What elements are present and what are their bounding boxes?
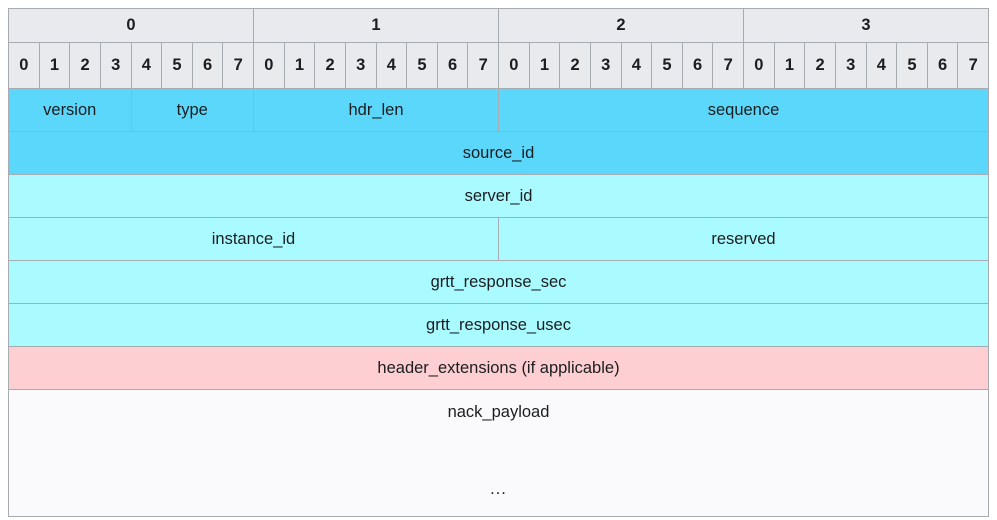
byte-offset-label-3: 3 — [743, 8, 989, 43]
field-cell-version: version — [8, 88, 132, 132]
field-cell-instance_id: instance_id — [8, 217, 499, 261]
field-cell-header_extensions: header_extensions (if applicable) — [8, 346, 989, 390]
bit-number-cell: 0 — [253, 42, 285, 89]
payload-label: nack_payload — [447, 403, 550, 421]
bit-number-cell: 7 — [712, 42, 744, 89]
byte-offset-label-1: 1 — [253, 8, 499, 43]
bit-number-cell: 5 — [406, 42, 438, 89]
bit-number-cell: 1 — [283, 42, 316, 89]
bit-number-cell: 6 — [191, 42, 224, 89]
bit-number-cell: 1 — [38, 42, 71, 89]
byte-offset-label-0: 0 — [8, 8, 254, 43]
bit-number-cell: 1 — [773, 42, 806, 89]
bit-number-cell: 1 — [528, 42, 561, 89]
bit-number-cell: 6 — [926, 42, 959, 89]
bit-number-cell: 3 — [344, 42, 377, 89]
bit-number-cell: 2 — [559, 42, 591, 89]
bit-number-cell: 4 — [865, 42, 898, 89]
bit-number-cell: 0 — [743, 42, 775, 89]
payload-continuation-ellipsis: ... — [490, 480, 507, 498]
field-cell-nack-payload: nack_payload... — [8, 389, 989, 517]
bit-number-cell: 3 — [834, 42, 867, 89]
bit-number-cell: 7 — [957, 42, 989, 89]
field-cell-grtt_response_sec: grtt_response_sec — [8, 260, 989, 304]
bit-number-cell: 0 — [498, 42, 530, 89]
payload-content: nack_payload... — [10, 391, 988, 516]
field-cell-server_id: server_id — [8, 174, 989, 218]
field-row: grtt_response_sec — [8, 260, 989, 304]
field-cell-source_id: source_id — [8, 131, 989, 175]
bit-number-cell: 3 — [589, 42, 622, 89]
field-row: server_id — [8, 174, 989, 218]
field-row: source_id — [8, 131, 989, 175]
bit-number-cell: 2 — [69, 42, 101, 89]
bit-number-cell: 5 — [651, 42, 683, 89]
bit-number-cell: 7 — [222, 42, 254, 89]
bit-number-cell: 2 — [804, 42, 836, 89]
field-cell-sequence: sequence — [498, 88, 989, 132]
byte-offset-label-2: 2 — [498, 8, 744, 43]
bit-number-cell: 6 — [436, 42, 469, 89]
bit-number-cell: 6 — [681, 42, 714, 89]
bit-number-cell: 4 — [130, 42, 163, 89]
bit-number-cell: 4 — [620, 42, 653, 89]
bit-number-cell: 5 — [896, 42, 928, 89]
payload-row: nack_payload... — [8, 389, 989, 517]
bit-number-cell: 0 — [8, 42, 40, 89]
field-cell-type: type — [130, 88, 254, 132]
field-cell-hdr_len: hdr_len — [253, 88, 499, 132]
field-row: grtt_response_usec — [8, 303, 989, 347]
field-row: header_extensions (if applicable) — [8, 346, 989, 390]
bit-number-cell: 3 — [99, 42, 132, 89]
bit-number-cell: 5 — [161, 42, 193, 89]
field-cell-reserved: reserved — [498, 217, 989, 261]
bit-number-cell: 2 — [314, 42, 346, 89]
field-cell-grtt_response_usec: grtt_response_usec — [8, 303, 989, 347]
bit-number-cell: 4 — [375, 42, 408, 89]
bit-number-cell: 7 — [467, 42, 499, 89]
